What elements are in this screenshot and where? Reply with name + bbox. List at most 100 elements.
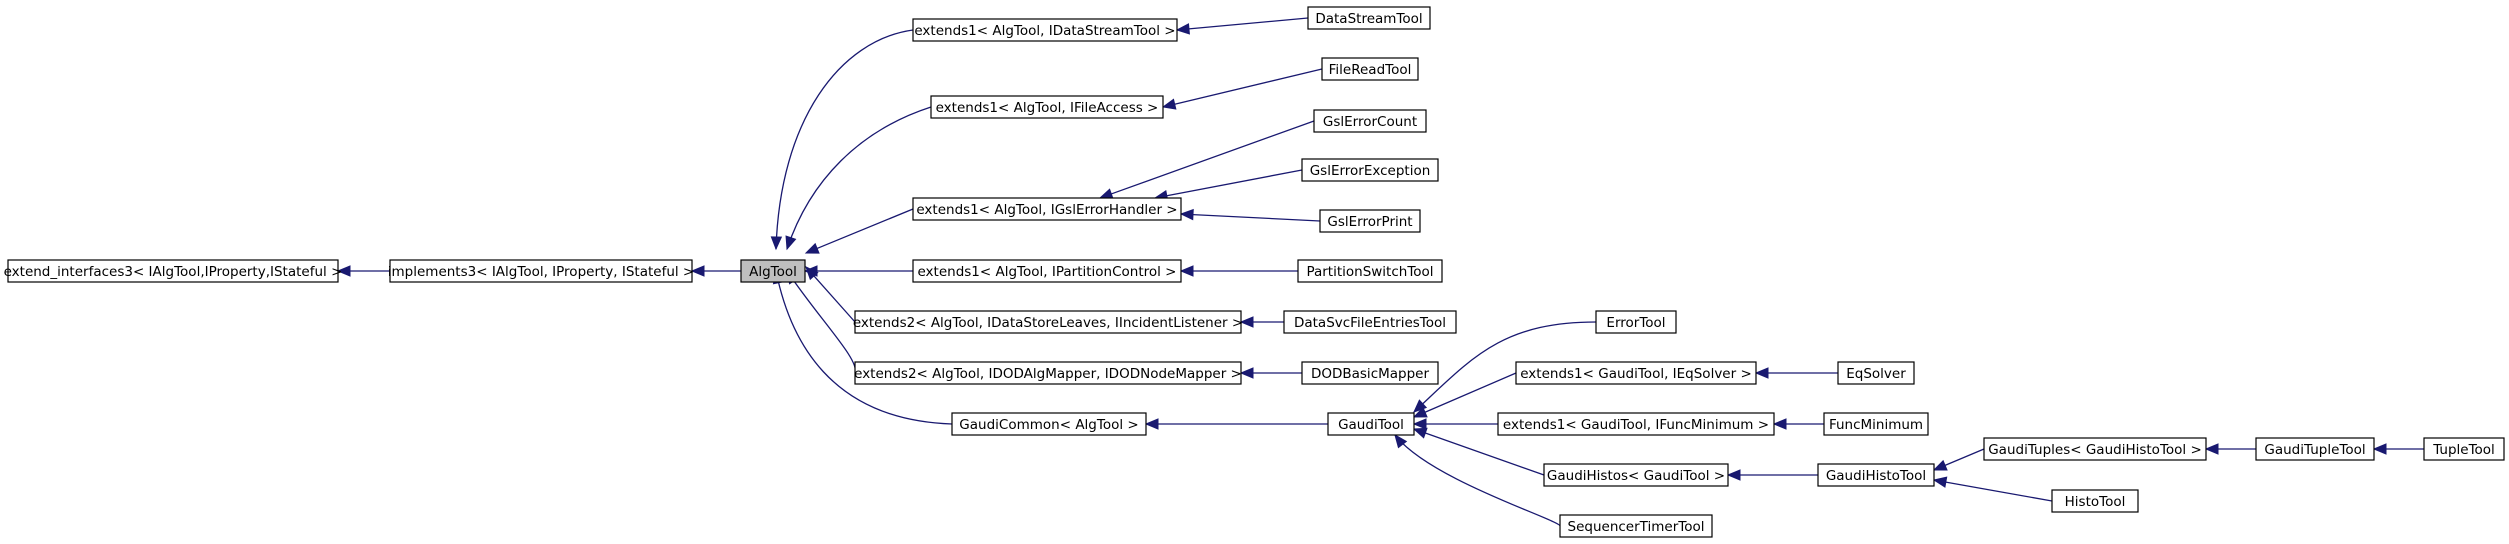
- class-label: extends1< AlgTool, IFileAccess >: [936, 100, 1159, 116]
- edge-DataSvcFileEntriesTool-to-ext2_datastore: [1239, 316, 1284, 328]
- edge-EqSolver-to-ext_eqsolver: [1754, 367, 1838, 379]
- class-node-extend_interfaces3[interactable]: extend_interfaces3< IAlgTool,IProperty,I…: [4, 259, 343, 283]
- edge-DODBasicMapper-to-ext2_dod: [1239, 367, 1302, 379]
- class-node-GslErrorException[interactable]: GslErrorException: [1301, 158, 1439, 182]
- class-box: [7, 259, 339, 283]
- edge-FileReadTool-to-ext_fileaccess: [1161, 68, 1323, 110]
- class-box: [951, 412, 1147, 436]
- class-label: GaudiTuples< GaudiHistoTool >: [1988, 442, 2202, 458]
- edge-ext2_datastore-to-AlgTool: [805, 266, 856, 323]
- arrowhead-icon: [1179, 208, 1194, 221]
- class-label: ErrorTool: [1606, 315, 1665, 331]
- arrowhead-icon: [1413, 399, 1428, 413]
- class-label: extend_interfaces3< IAlgTool,IProperty,I…: [4, 264, 343, 280]
- class-node-GslErrorCount[interactable]: GslErrorCount: [1313, 109, 1427, 133]
- class-box: [930, 95, 1164, 119]
- class-node-ext_fileaccess[interactable]: extends1< AlgTool, IFileAccess >: [930, 95, 1164, 119]
- arrowhead-icon: [2372, 443, 2387, 455]
- edge-ErrorTool-to-GaudiTool: [1413, 321, 1597, 413]
- class-node-GaudiTupleTool[interactable]: GaudiTupleTool: [2255, 437, 2375, 461]
- class-label: DataStreamTool: [1315, 11, 1422, 27]
- class-node-FuncMinimum[interactable]: FuncMinimum: [1823, 412, 1929, 436]
- class-node-gaudicommon[interactable]: GaudiCommon< AlgTool >: [951, 412, 1147, 436]
- class-node-ext2_dod[interactable]: extends2< AlgTool, IDODAlgMapper, IDODNo…: [854, 361, 1242, 385]
- class-box: [1837, 361, 1915, 385]
- edge-GaudiHistoTool-to-gaudihistos: [1726, 469, 1818, 481]
- class-node-ext_partition[interactable]: extends1< AlgTool, IPartitionControl >: [912, 259, 1182, 283]
- class-label: EqSolver: [1846, 366, 1906, 382]
- class-box: [1823, 412, 1929, 436]
- edge-ext_fileaccess-to-AlgTool: [785, 106, 932, 251]
- class-node-ErrorTool[interactable]: ErrorTool: [1595, 310, 1677, 334]
- class-node-ext_datastream[interactable]: extends1< AlgTool, IDataStreamTool >: [912, 18, 1178, 42]
- class-label: FileReadTool: [1329, 62, 1412, 78]
- class-box: [1817, 463, 1935, 487]
- class-box: [912, 259, 1182, 283]
- edge-gaudituples-to-GaudiHistoTool: [1932, 448, 1985, 471]
- class-label: HistoTool: [2065, 494, 2126, 510]
- class-label: GaudiCommon< AlgTool >: [959, 417, 1138, 433]
- class-label: extends1< AlgTool, IPartitionControl >: [917, 264, 1176, 280]
- class-label: extends1< AlgTool, IDataStreamTool >: [914, 23, 1175, 39]
- class-node-DataStreamTool[interactable]: DataStreamTool: [1307, 6, 1431, 30]
- class-node-DataSvcFileEntriesTool[interactable]: DataSvcFileEntriesTool: [1283, 310, 1457, 334]
- class-node-gaudihistos[interactable]: GaudiHistos< GaudiTool >: [1543, 463, 1729, 487]
- class-nodes: extend_interfaces3< IAlgTool,IProperty,I…: [4, 6, 2505, 538]
- edge-line: [786, 270, 856, 374]
- class-node-SequencerTimerTool[interactable]: SequencerTimerTool: [1559, 514, 1713, 538]
- arrowhead-icon: [785, 235, 797, 251]
- class-label: GslErrorCount: [1323, 114, 1417, 130]
- arrowhead-icon: [1412, 418, 1427, 430]
- class-label: SequencerTimerTool: [1568, 519, 1705, 535]
- class-node-PartitionSwitchTool[interactable]: PartitionSwitchTool: [1297, 259, 1443, 283]
- edge-ext_partition-to-AlgTool: [803, 265, 913, 277]
- arrowhead-icon: [690, 265, 705, 277]
- class-label: extends2< AlgTool, IDODAlgMapper, IDODNo…: [854, 366, 1242, 382]
- class-node-EqSolver[interactable]: EqSolver: [1837, 361, 1915, 385]
- class-node-ext_eqsolver[interactable]: extends1< GaudiTool, IEqSolver >: [1515, 361, 1757, 385]
- class-node-GaudiHistoTool[interactable]: GaudiHistoTool: [1817, 463, 1935, 487]
- arrowhead-icon: [1772, 418, 1787, 430]
- arrowhead-icon: [1161, 98, 1177, 110]
- class-node-FileReadTool[interactable]: FileReadTool: [1321, 57, 1419, 81]
- edge-line: [816, 208, 914, 250]
- class-node-DODBasicMapper[interactable]: DODBasicMapper: [1301, 361, 1439, 385]
- class-node-GslErrorPrint[interactable]: GslErrorPrint: [1319, 209, 1421, 233]
- edge-line: [1188, 17, 1309, 30]
- class-label: DODBasicMapper: [1311, 366, 1430, 382]
- class-node-ext_funcmin[interactable]: extends1< GaudiTool, IFuncMinimum >: [1497, 412, 1775, 436]
- arrowhead-icon: [804, 242, 820, 254]
- class-box: [1983, 437, 2207, 461]
- class-node-HistoTool[interactable]: HistoTool: [2051, 489, 2139, 513]
- arrowhead-icon: [1932, 459, 1948, 471]
- edge-line: [1192, 213, 1321, 222]
- class-node-gaudituples[interactable]: GaudiTuples< GaudiHistoTool >: [1983, 437, 2207, 461]
- class-box: [1301, 361, 1439, 385]
- class-label: implements3< IAlgTool, IProperty, IState…: [388, 264, 694, 280]
- arrowhead-icon: [805, 266, 819, 281]
- class-box: [2423, 437, 2505, 461]
- class-box: [912, 197, 1182, 221]
- edge-HistoTool-to-GaudiHistoTool: [1932, 476, 2053, 502]
- class-node-TupleTool[interactable]: TupleTool: [2423, 437, 2505, 461]
- edge-line: [1413, 321, 1597, 413]
- edge-GslErrorException-to-ext_gslerror: [1153, 169, 1303, 202]
- class-node-ext2_datastore[interactable]: extends2< AlgTool, IDataStoreLeaves, IIn…: [853, 310, 1243, 334]
- class-label: extends1< GaudiTool, IEqSolver >: [1520, 366, 1752, 382]
- class-node-GaudiTool[interactable]: GaudiTool: [1327, 412, 1415, 436]
- class-box: [1301, 158, 1439, 182]
- class-label: PartitionSwitchTool: [1306, 264, 1433, 280]
- edge-line: [1424, 372, 1517, 413]
- class-label: GaudiHistos< GaudiTool >: [1547, 468, 1725, 484]
- edge-line: [1166, 169, 1303, 197]
- edge-ext_funcmin-to-GaudiTool: [1412, 418, 1498, 430]
- class-node-implements3[interactable]: implements3< IAlgTool, IProperty, IState…: [388, 259, 694, 283]
- class-label: GaudiHistoTool: [1826, 468, 1926, 484]
- class-node-ext_gslerror[interactable]: extends1< AlgTool, IGslErrorHandler >: [912, 197, 1182, 221]
- edge-line: [775, 29, 914, 250]
- class-label: AlgTool: [749, 264, 797, 280]
- arrowhead-icon: [1394, 433, 1408, 449]
- edge-TupleTool-to-GaudiTupleTool: [2372, 443, 2424, 455]
- class-node-AlgTool: AlgTool: [740, 259, 806, 283]
